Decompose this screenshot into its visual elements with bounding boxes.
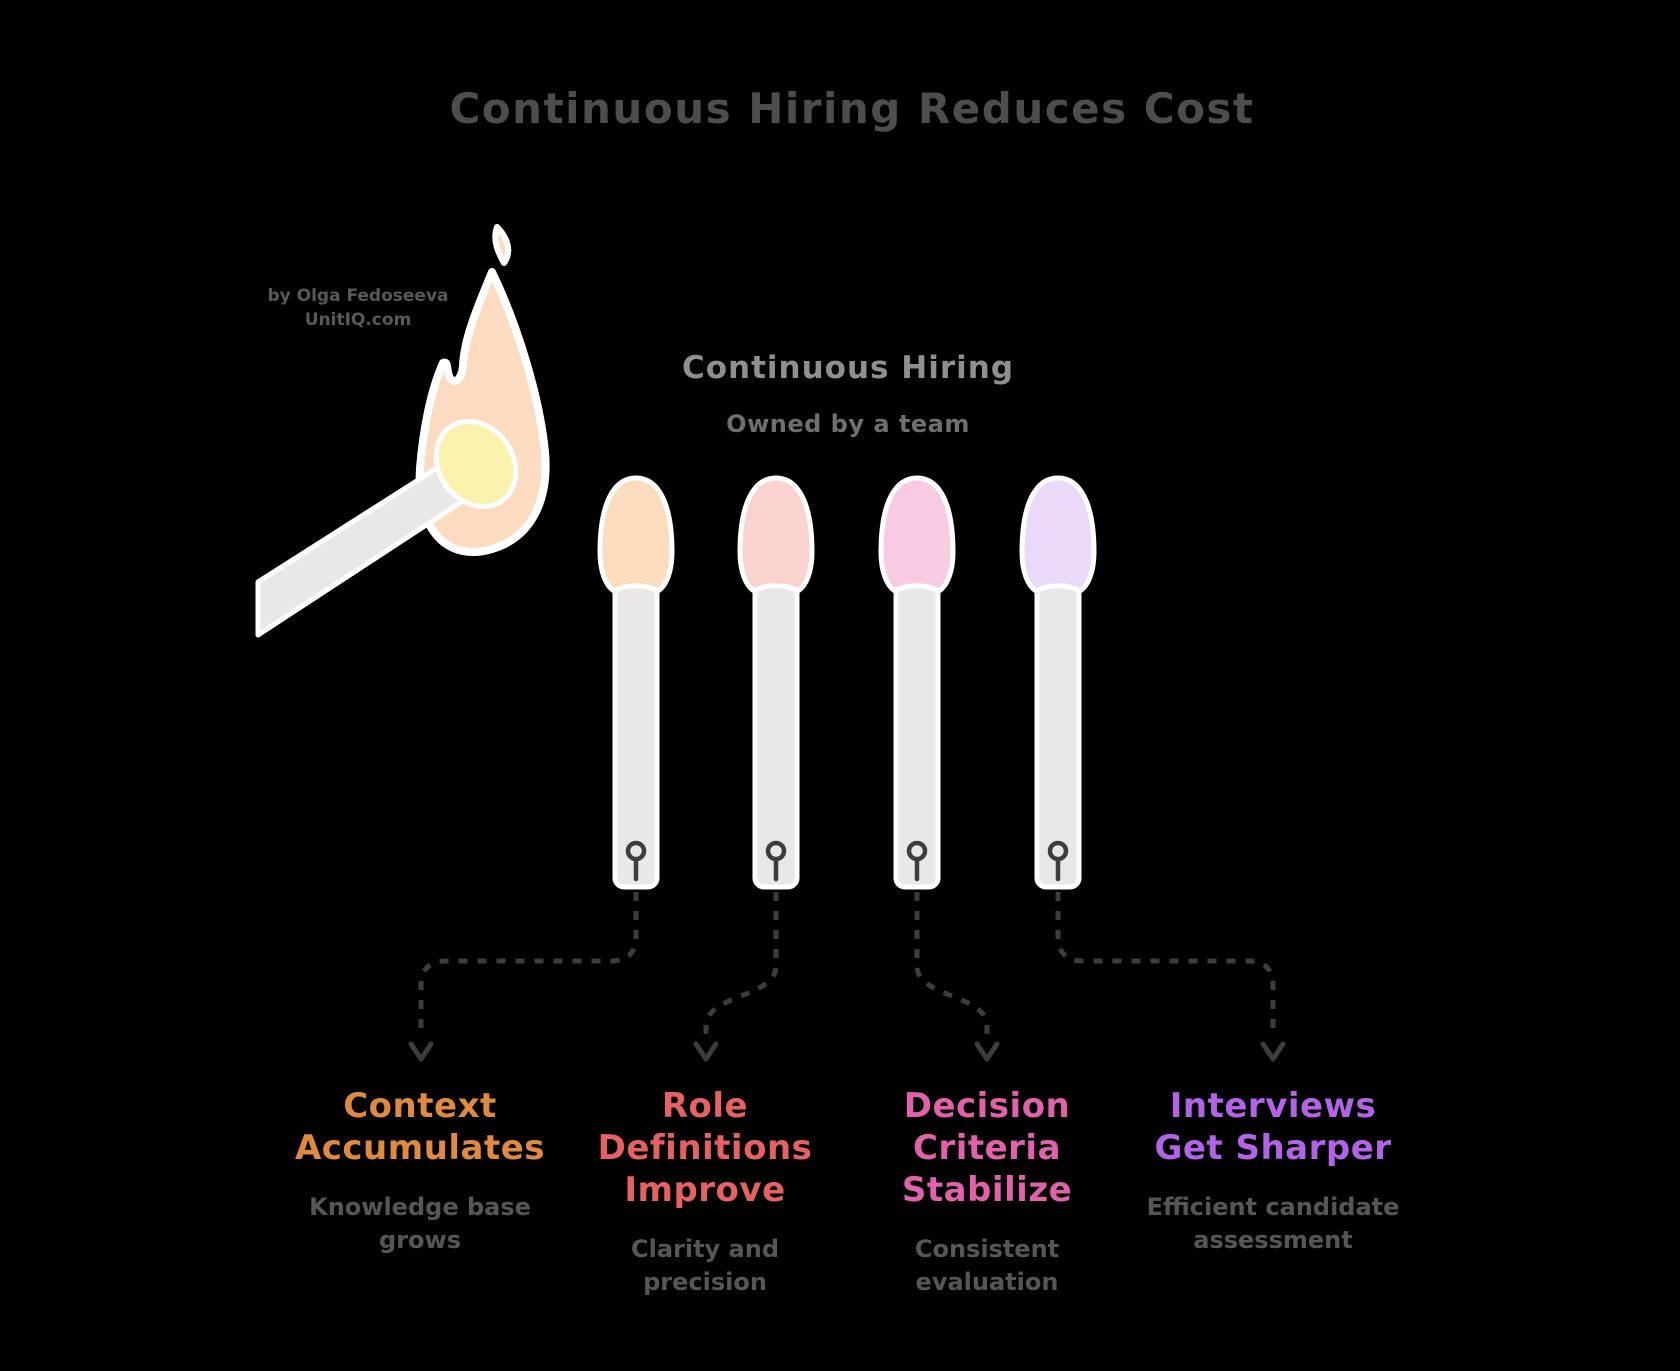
match-head <box>878 475 956 594</box>
label-heading: Role Definitions Improve <box>597 1086 813 1210</box>
label-description: Clarity and precision <box>630 1235 780 1296</box>
pin-icon <box>625 840 647 882</box>
match-head <box>597 475 675 594</box>
spark-icon <box>492 224 512 266</box>
label-description: Efficient candidate assessment <box>1146 1193 1400 1254</box>
label-description: Consistent evaluation <box>914 1235 1060 1296</box>
matchstick-role <box>737 475 815 890</box>
lit-match-icon <box>255 224 550 638</box>
lit-match-stick <box>255 458 475 638</box>
author-credit: by Olga Fedoseeva UnitIQ.com <box>267 286 449 330</box>
section-subheading: Owned by a team <box>726 410 970 438</box>
arrow-down-icon <box>408 1041 434 1062</box>
label-column-interviews: Interviews Get Sharper Efficient candida… <box>1103 1085 1443 1257</box>
dashed-connector-2 <box>703 892 779 1038</box>
dashed-connector-4 <box>1055 892 1276 1038</box>
burning-tip-icon <box>433 418 519 510</box>
pin-icon <box>906 840 928 882</box>
arrow-down-icon <box>974 1041 1000 1062</box>
connectors <box>408 892 1286 1062</box>
match-head <box>737 475 815 594</box>
section-heading: Continuous Hiring <box>681 350 1015 386</box>
label-column-decision: Decision Criteria Stabilize Consistent e… <box>817 1085 1157 1299</box>
dashed-connector-1 <box>418 892 639 1038</box>
pin-icon <box>1047 840 1069 882</box>
match-head <box>1019 475 1097 594</box>
matchstick-decision <box>878 475 956 890</box>
arrow-down-icon <box>693 1041 719 1062</box>
label-description: Knowledge base grows <box>309 1193 531 1254</box>
dashed-connector-3 <box>914 892 990 1038</box>
label-heading: Context Accumulates <box>294 1086 546 1168</box>
label-heading: Decision Criteria Stabilize <box>901 1086 1073 1210</box>
arrow-down-icon <box>1260 1041 1286 1062</box>
matchstick-interviews <box>1019 475 1097 890</box>
label-column-role: Role Definitions Improve Clarity and pre… <box>535 1085 875 1299</box>
matchstick-context <box>597 475 675 890</box>
label-heading: Interviews Get Sharper <box>1154 1086 1392 1168</box>
page-title: Continuous Hiring Reduces Cost <box>449 84 1255 133</box>
pin-icon <box>765 840 787 882</box>
label-column-context: Context Accumulates Knowledge base grows <box>250 1085 590 1257</box>
